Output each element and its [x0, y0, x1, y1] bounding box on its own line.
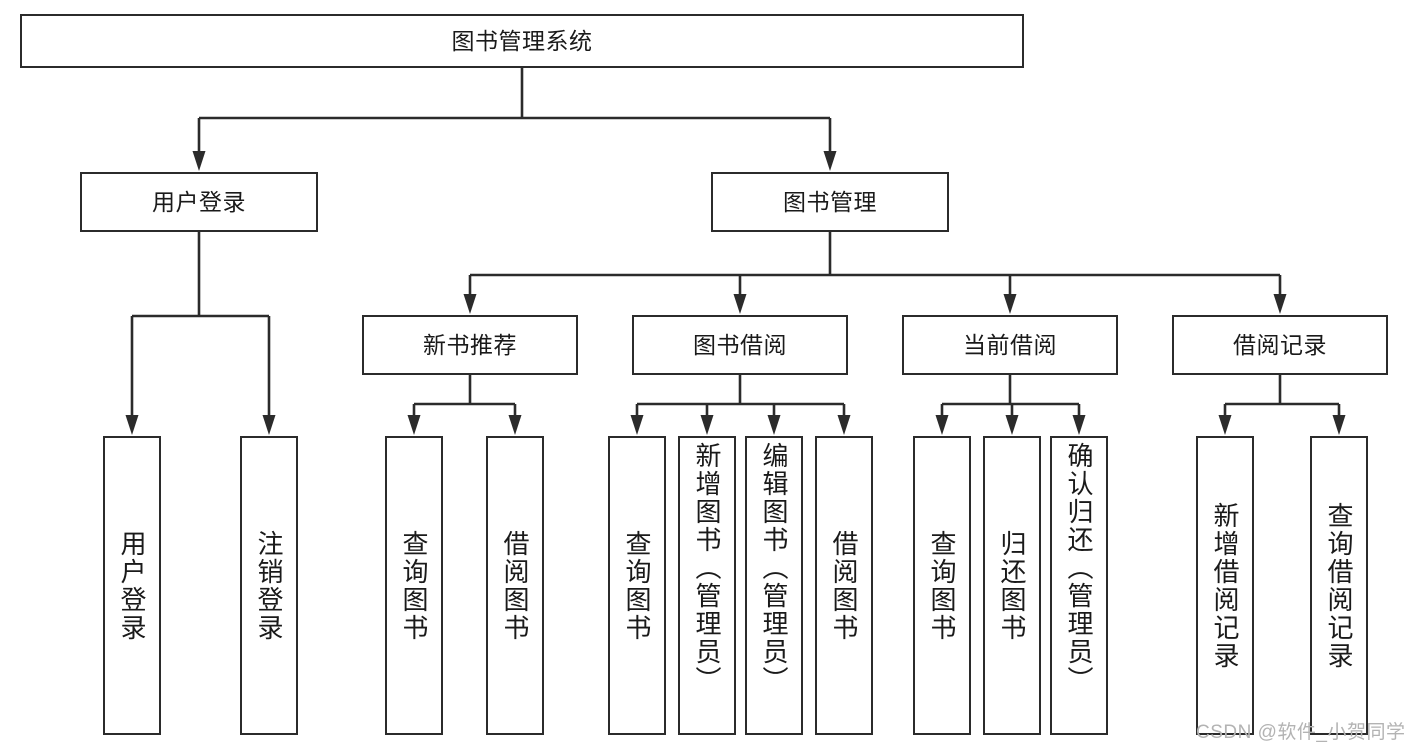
- node-label: 新书推荐: [423, 331, 517, 358]
- node-leaf-borrow-book-2[interactable]: 借阅图书: [815, 436, 873, 735]
- node-current-borrow[interactable]: 当前借阅: [902, 315, 1118, 375]
- node-user-login[interactable]: 用户登录: [80, 172, 318, 232]
- node-label: 借阅图书: [829, 529, 859, 642]
- node-label: 查询图书: [399, 529, 429, 642]
- node-label: 图书借阅: [693, 331, 787, 358]
- node-label: 注销登录: [254, 529, 284, 642]
- node-leaf-query-book-3[interactable]: 查询图书: [913, 436, 971, 735]
- node-label: 查询图书: [927, 529, 957, 642]
- node-leaf-confirm-return[interactable]: 确认归还（管理员）: [1050, 436, 1108, 735]
- node-leaf-logout[interactable]: 注销登录: [240, 436, 298, 735]
- node-leaf-query-borrow-record[interactable]: 查询借阅记录: [1310, 436, 1368, 735]
- node-leaf-edit-book[interactable]: 编辑图书（管理员）: [745, 436, 803, 735]
- node-label: 新增图书（管理员）: [692, 442, 722, 694]
- node-leaf-return-book[interactable]: 归还图书: [983, 436, 1041, 735]
- watermark: CSDN @软件_小贺同学: [1196, 722, 1405, 743]
- node-book-borrow[interactable]: 图书借阅: [632, 315, 848, 375]
- node-leaf-query-book-1[interactable]: 查询图书: [385, 436, 443, 735]
- node-label: 借阅记录: [1233, 331, 1327, 358]
- node-leaf-borrow-book-1[interactable]: 借阅图书: [486, 436, 544, 735]
- node-label: 编辑图书（管理员）: [759, 442, 789, 694]
- node-label: 图书管理系统: [451, 27, 593, 54]
- node-label: 借阅图书: [500, 529, 530, 642]
- node-label: 用户登录: [117, 529, 147, 642]
- node-label: 归还图书: [997, 529, 1027, 642]
- node-new-book-recommend[interactable]: 新书推荐: [362, 315, 578, 375]
- node-label: 查询借阅记录: [1324, 501, 1354, 670]
- node-leaf-add-borrow-record[interactable]: 新增借阅记录: [1196, 436, 1254, 735]
- node-root[interactable]: 图书管理系统: [20, 14, 1024, 68]
- node-label: 确认归还（管理员）: [1064, 442, 1094, 694]
- node-label: 图书管理: [783, 188, 877, 215]
- node-label: 新增借阅记录: [1210, 501, 1240, 670]
- node-label: 查询图书: [622, 529, 652, 642]
- node-book-management[interactable]: 图书管理: [711, 172, 949, 232]
- node-leaf-add-book[interactable]: 新增图书（管理员）: [678, 436, 736, 735]
- node-borrow-record[interactable]: 借阅记录: [1172, 315, 1388, 375]
- node-leaf-user-login[interactable]: 用户登录: [103, 436, 161, 735]
- node-label: 用户登录: [152, 188, 246, 215]
- node-label: 当前借阅: [963, 331, 1057, 358]
- node-leaf-query-book-2[interactable]: 查询图书: [608, 436, 666, 735]
